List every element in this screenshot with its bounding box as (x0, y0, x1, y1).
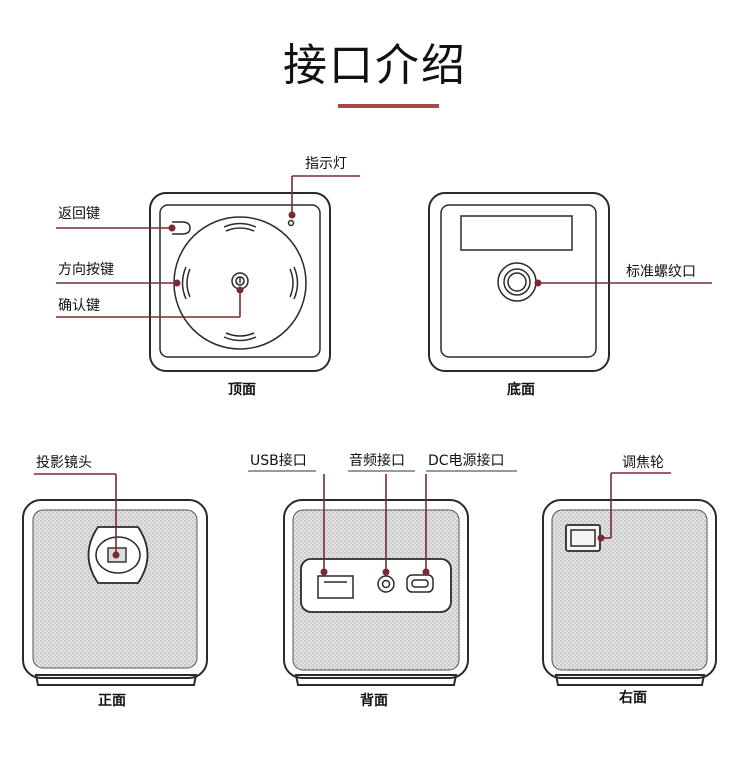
label-plate (460, 215, 573, 251)
confirm-key-label: 确认键 (58, 298, 100, 314)
page-title: 接口介绍 (283, 40, 467, 91)
back-view-caption: 背面 (360, 693, 388, 709)
direction-keys-label: 方向按键 (58, 262, 114, 278)
audio-label: 音频接口 (349, 453, 405, 469)
up-key (223, 222, 257, 232)
back-icon (172, 221, 191, 235)
title-underline (338, 104, 439, 108)
dc-port (406, 574, 434, 593)
right-view-leaders (597, 472, 671, 542)
back-view-device (283, 499, 469, 686)
down-key (223, 332, 257, 342)
top-view-leaders (56, 175, 360, 318)
right-view-device (542, 499, 717, 686)
focus-wheel-label: 调焦轮 (622, 455, 664, 471)
right-view-caption: 右面 (619, 690, 647, 706)
usb-port (317, 575, 354, 599)
bottom-view-device (428, 192, 610, 372)
top-view-caption: 顶面 (228, 382, 256, 398)
indicator-label: 指示灯 (305, 156, 347, 172)
bottom-view-caption: 底面 (507, 382, 535, 398)
tripod-thread-label: 标准螺纹口 (626, 264, 696, 280)
indicator-light (287, 219, 295, 227)
back-view-leaders (320, 474, 430, 576)
back-key-label: 返回键 (58, 206, 100, 222)
lens-label: 投影镜头 (36, 455, 92, 471)
right-key (289, 266, 299, 300)
front-view-device (22, 499, 208, 686)
front-view-leaders (34, 473, 120, 559)
dc-label: DC电源接口 (428, 453, 505, 469)
front-grille (32, 509, 198, 669)
usb-label: USB接口 (250, 453, 307, 469)
left-key (181, 266, 191, 300)
audio-port (377, 575, 395, 593)
front-view-caption: 正面 (98, 693, 126, 709)
bottom-view-leaders (534, 279, 712, 287)
